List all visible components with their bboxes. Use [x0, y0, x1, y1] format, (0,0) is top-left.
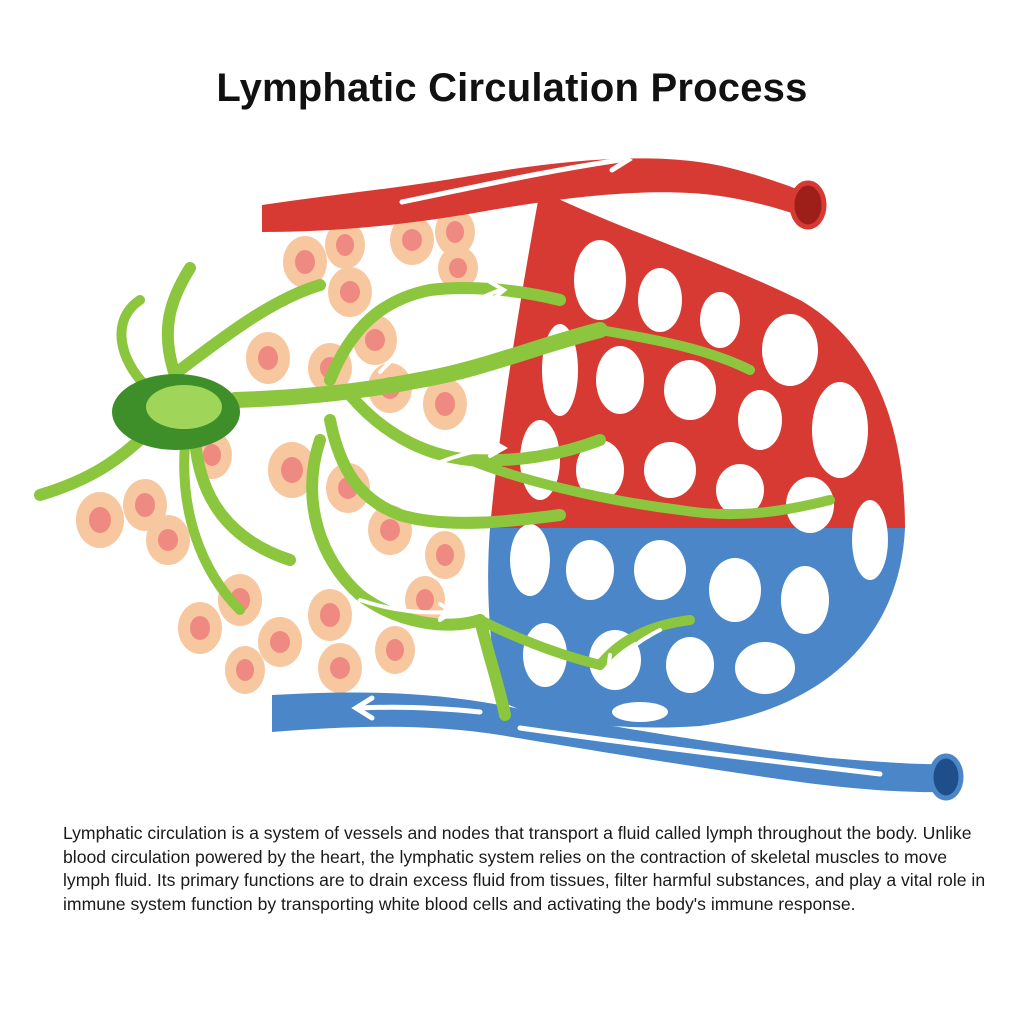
diagram-description: Lymphatic circulation is a system of ves…	[63, 823, 986, 914]
lymph-vessel-branch	[116, 295, 150, 390]
lymph-vessel	[324, 414, 566, 529]
artery-opening	[789, 180, 827, 230]
lymph-flow-arrows	[358, 280, 662, 674]
tissue-cell	[375, 626, 415, 674]
tissue-cell	[146, 515, 190, 565]
lymph-vessel-branch	[161, 262, 196, 381]
tissue-cell	[328, 267, 372, 317]
tissue-cell	[76, 492, 124, 548]
lymph-vessel-main	[227, 322, 608, 408]
tissue-cell	[318, 643, 362, 693]
tissue-cell	[438, 246, 478, 290]
flow-arrow-vein	[517, 725, 883, 777]
tissue-cell	[325, 221, 365, 269]
tissue-cell	[390, 215, 434, 265]
lymph-vessel	[595, 325, 755, 375]
tissue-cell	[435, 208, 475, 256]
tissue-cell	[308, 589, 352, 641]
lymph-vessel-branch	[179, 440, 245, 615]
tissue-cell	[268, 442, 316, 498]
tissue-cell	[178, 602, 222, 654]
lymphatic-vessels	[34, 262, 835, 721]
tissue-cell	[258, 617, 302, 667]
lymphatic-circulation-illustration	[34, 147, 964, 801]
lymph-vessel	[595, 615, 695, 670]
diagram-title: Lymphatic Circulation Process	[216, 66, 808, 110]
tissue-cell	[225, 646, 265, 694]
tissue-cell	[423, 378, 467, 430]
lymph-vessel	[306, 434, 486, 631]
lymph-vessel-branch	[189, 434, 296, 566]
flow-arrow-vein-2	[357, 704, 483, 715]
lymph-vessel	[465, 455, 835, 520]
tissue-cell	[123, 479, 167, 531]
lymph-node	[112, 374, 240, 450]
tissue-cell	[425, 531, 465, 579]
flow-arrow-artery	[399, 157, 623, 205]
tissue-cell	[246, 332, 290, 384]
lymph-vessel-branch	[174, 279, 326, 376]
tissue-cell	[283, 236, 327, 288]
lymph-vessel	[324, 282, 566, 386]
lymph-vessel	[475, 615, 605, 670]
artery	[262, 147, 827, 232]
vein-opening	[928, 753, 964, 801]
lymph-vessel-drain	[474, 614, 511, 721]
vein	[272, 692, 964, 801]
